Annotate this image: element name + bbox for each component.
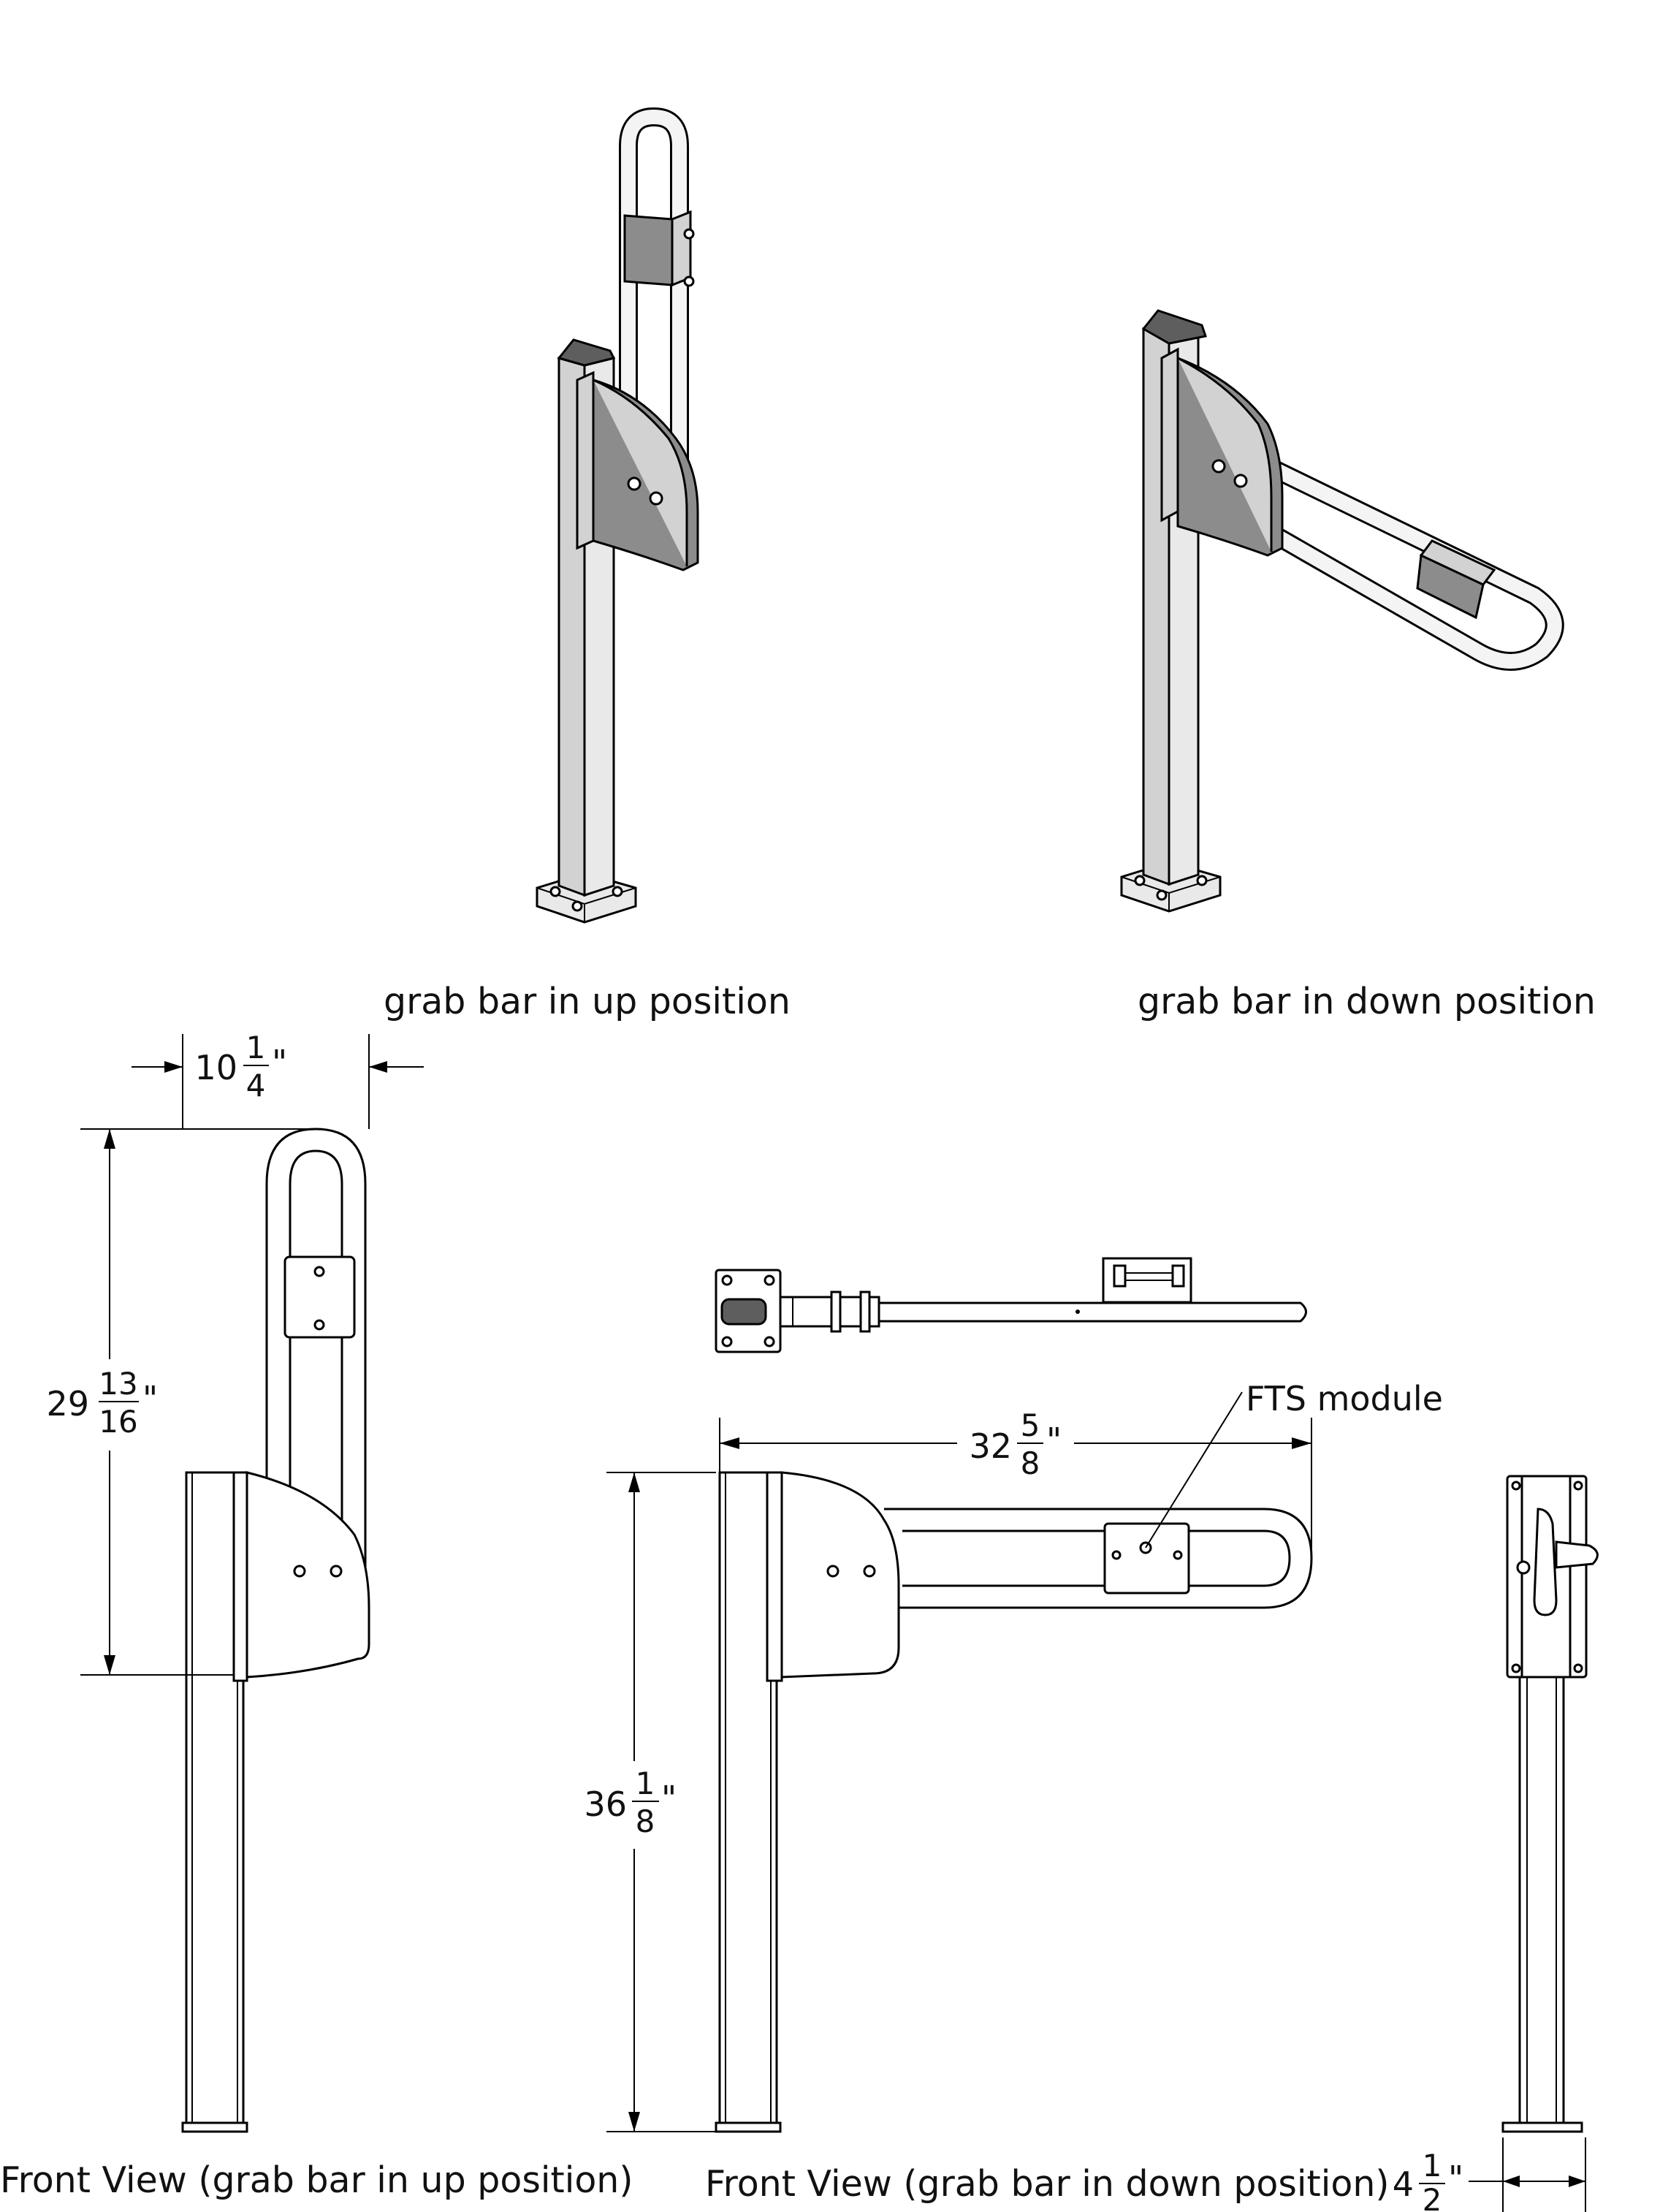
grab-bar-inner (902, 1529, 1291, 1587)
dim-height-bar-den: 16 (99, 1404, 137, 1440)
mount-plate (232, 1471, 248, 1682)
bolt (627, 476, 641, 491)
housing-cover (780, 1471, 900, 1679)
dim-width-up-unit: " (272, 1043, 287, 1082)
bolt (293, 1565, 306, 1578)
bolt (330, 1565, 343, 1578)
dimension-length-down: 32 5 8 " (719, 1407, 1312, 1558)
iso-view-grab-bar-up (536, 107, 699, 924)
bolt (1233, 474, 1248, 488)
dim-height-total-whole: 36 (584, 1785, 627, 1824)
grab-bar-inner (289, 1149, 343, 1644)
dim-length-down-whole: 32 (969, 1426, 1012, 1466)
front-view-grab-bar-down (715, 1471, 1313, 2133)
fts-callout: FTS module (1145, 1379, 1443, 1548)
dimension-width-up: 10 1 4 " (132, 1030, 424, 1129)
dim-length-down-num: 5 (1021, 1407, 1040, 1443)
callout-fts-module: FTS module (1246, 1379, 1443, 1418)
bolt (863, 1565, 876, 1578)
dimension-height-bar: 29 13 16 " (46, 1128, 314, 1676)
dim-width-up-whole: 10 (194, 1048, 237, 1087)
dim-height-total-unit: " (661, 1779, 677, 1818)
dimension-height-total: 36 1 8 " (584, 1472, 716, 2132)
dim-width-up-num: 1 (246, 1030, 266, 1065)
grab-bar-tube (879, 1301, 1307, 1323)
front-view-grab-bar-up (181, 1128, 370, 2133)
mount-plate (766, 1471, 783, 1682)
housing-top (557, 338, 616, 367)
mount-plate (576, 370, 595, 550)
fts-module (623, 214, 674, 286)
iso-view-grab-bar-down (1120, 309, 1564, 913)
dim-height-bar-unit: " (142, 1379, 158, 1418)
dimension-base-width: 4 1 2 " (1393, 2137, 1586, 2212)
fts-module (1103, 1522, 1190, 1595)
caption-front-view-down: Front View (grab bar in down position) (705, 2163, 1390, 2205)
hinge-arm (1533, 1508, 1558, 1616)
dim-height-bar-num: 13 (99, 1366, 137, 1402)
fts-module (283, 1255, 356, 1339)
hinge-knuckle (1555, 1540, 1599, 1569)
grab-bar-outer (265, 1128, 367, 1644)
mount-plate (1160, 347, 1179, 522)
housing-cover (245, 1471, 370, 1679)
caption-front-view-up: Front View (grab bar in up position) (0, 2159, 633, 2201)
caption-grab-bar-up: grab bar in up position (384, 981, 791, 1022)
top-view-grab-bar-down (715, 1257, 1307, 1353)
dim-height-total-num: 1 (636, 1766, 655, 1801)
dim-base-width-den: 2 (1423, 2182, 1442, 2212)
dim-height-bar-whole: 29 (46, 1384, 89, 1424)
dim-base-width-whole: 4 (1393, 2165, 1414, 2204)
bolt (649, 491, 663, 506)
dim-base-width-num: 1 (1423, 2148, 1442, 2184)
base-plate (181, 2121, 248, 2133)
base-plate (1501, 2121, 1583, 2133)
dim-length-down-den: 8 (1021, 1445, 1040, 1481)
side-view (1501, 1475, 1599, 2133)
dim-base-width-unit: " (1448, 2159, 1463, 2198)
bolt (826, 1565, 839, 1578)
dim-height-total-den: 8 (636, 1804, 655, 1839)
caption-grab-bar-down: grab bar in down position (1138, 981, 1596, 1022)
base-plate (715, 2121, 782, 2133)
bolt (1211, 459, 1226, 474)
dim-width-up-den: 4 (246, 1068, 266, 1103)
housing-top (1141, 309, 1207, 345)
grab-bar-outer (884, 1508, 1313, 1609)
dim-length-down-unit: " (1046, 1421, 1062, 1460)
